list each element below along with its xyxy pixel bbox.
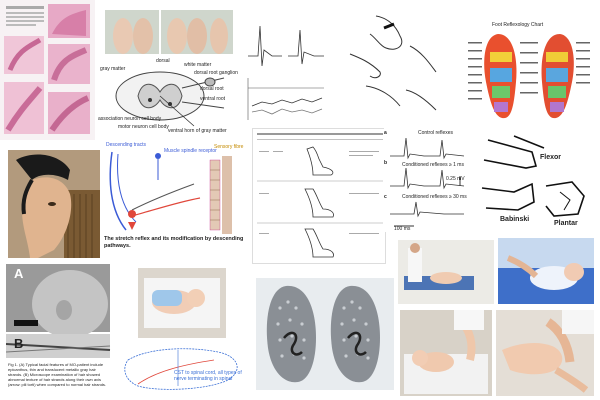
insoles-photo <box>256 278 394 390</box>
label-dorsal-root-ganglion: dorsal root ganglion <box>194 70 238 76</box>
hand-reflex-sketch-tile[interactable] <box>336 6 448 118</box>
foot-reflexology-chart <box>468 34 590 119</box>
head-scan-caption: Fig 1. (A) Typical facial features of MO… <box>8 362 107 387</box>
waveform-graph-tile[interactable] <box>244 6 328 124</box>
baby-exam-photo-tile[interactable] <box>138 268 226 338</box>
label-muscle-spindle: Muscle spindle receptor <box>164 148 217 154</box>
baby-exam-photo <box>138 268 226 338</box>
panel-a-label: a <box>384 130 387 136</box>
insoles-photo-tile[interactable] <box>256 278 394 390</box>
baby-mat-photo-tile[interactable] <box>498 238 594 304</box>
label-dorsal: dorsal <box>156 58 170 64</box>
reflex-table <box>257 133 383 258</box>
knees-photo <box>105 10 233 54</box>
anatomy-document-tile[interactable] <box>0 0 95 140</box>
label-dorsal-root: dorsal root <box>200 86 224 92</box>
panel-A-label: A <box>14 266 24 281</box>
stretch-reflex-diagram-tile[interactable]: Descending tracts Muscle spindle recepto… <box>102 140 246 252</box>
waveform-graph <box>247 25 324 120</box>
baby-mat-photo <box>498 238 594 304</box>
panel-b-label: b <box>384 160 388 166</box>
foot-reflexology-tile[interactable]: Foot Reflexology Chart <box>464 22 594 122</box>
head-scan-figure <box>6 264 111 358</box>
knees-photo-tile[interactable] <box>105 10 233 54</box>
foot-reflex-test-photo-tile[interactable] <box>496 310 594 396</box>
neuro-sketch-note: CST to spinal cord, all types of nerve t… <box>174 370 242 382</box>
panel-B-label: B <box>14 336 24 351</box>
infant-exam-photo-tile[interactable] <box>400 310 492 396</box>
spinal-cord-diagram-tile[interactable]: dorsal white matter gray matter dorsal r… <box>98 56 240 136</box>
head-scan-figure-tile[interactable]: A B Fig 1. (A) Typical facial features o… <box>6 264 112 396</box>
conditioned-reflex-tile[interactable]: a b c Control reflexes Conditioned refle… <box>384 128 468 232</box>
foot-reflexology-title: Foot Reflexology Chart <box>492 22 544 28</box>
clinic-exam-photo-tile[interactable] <box>398 240 494 304</box>
clinic-exam-photo <box>398 240 494 304</box>
scale-mv-label: 0.25 mV <box>446 176 465 182</box>
conditioned-reflex-1-label: Conditioned reflexes ≥ 1 ms <box>402 162 464 168</box>
babinski-sketch-tile[interactable]: Flexor Babinski Plantar <box>474 130 594 234</box>
label-babinski: Babinski <box>500 216 530 223</box>
infant-exam-photo <box>400 310 492 396</box>
label-association-neuron: association neuron cell body <box>98 116 162 122</box>
boy-profile-photo <box>8 150 100 258</box>
label-gray-matter: gray matter <box>100 66 126 72</box>
label-flexor: Flexor <box>540 154 562 161</box>
stretch-reflex-diagram <box>109 151 232 234</box>
label-ventral-horn: ventral horn of gray matter <box>168 128 227 134</box>
label-sensory-fibre: Sensory fibre <box>214 144 244 150</box>
label-plantar: Plantar <box>554 220 578 227</box>
panel-c-label: c <box>384 194 387 200</box>
conditioned-reflex-traces <box>390 137 465 227</box>
anatomy-document-figure <box>4 4 90 134</box>
neuro-sketch-tile[interactable]: CST to spinal cord, all types of nerve t… <box>118 340 252 400</box>
reflex-table-tile[interactable] <box>252 128 386 264</box>
stretch-reflex-caption: The stretch reflex and its modification … <box>104 236 244 249</box>
boy-profile-photo-tile[interactable] <box>8 150 100 258</box>
babinski-sketch <box>481 135 585 217</box>
label-ventral-root: ventral root <box>200 96 226 102</box>
label-motor-neuron: motor neuron cell body <box>118 124 169 130</box>
label-white-matter: white matter <box>184 62 212 68</box>
scale-ms-label: 100 ms <box>394 226 411 232</box>
hand-reflex-sketch <box>349 15 437 111</box>
neuro-sketch <box>124 348 238 390</box>
control-reflexes-label: Control reflexes <box>418 130 454 136</box>
foot-reflex-test-photo <box>496 310 594 396</box>
conditioned-reflex-2-label: Conditioned reflexes ≥ 30 ms <box>402 194 467 200</box>
label-descending-tracts: Descending tracts <box>106 142 147 148</box>
spinal-cord-diagram <box>115 71 225 127</box>
